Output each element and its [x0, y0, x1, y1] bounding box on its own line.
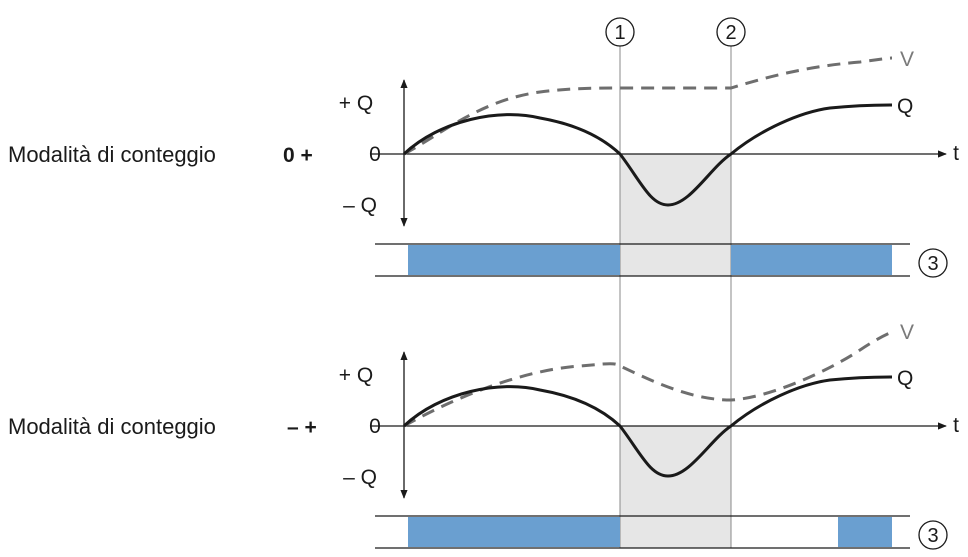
x-axis-label-top: t: [953, 142, 959, 165]
bar-marker-bottom: 3: [918, 520, 948, 550]
output-bar-bottom-2: [838, 517, 892, 547]
x-axis-label-bottom: t: [953, 414, 959, 437]
mode-label-top: Modalità di conteggio: [8, 142, 216, 167]
v-curve-bottom: [403, 330, 893, 428]
q-curve-bottom: [402, 375, 893, 478]
marker-2-number: 2: [725, 22, 736, 44]
bar-marker-top-number: 3: [927, 253, 938, 275]
bar-marker-top-circle: [918, 248, 948, 278]
marker-2: 2: [716, 17, 746, 47]
marker-1-number: 1: [614, 22, 625, 44]
marker-2-circle: [716, 17, 746, 47]
q-curve-top: [402, 103, 893, 207]
v-curve-label-top: V: [900, 48, 914, 71]
y-top-label-bottom: + Q: [339, 364, 373, 387]
q-curve-label-bottom: Q: [897, 367, 913, 390]
bar-marker-bottom-number: 3: [927, 525, 938, 547]
negative-interval-shade-bottom: [620, 426, 731, 548]
marker-1-circle: [605, 17, 635, 47]
mode-symbol-bottom: – +: [287, 416, 317, 439]
y-top-label-top: + Q: [339, 92, 373, 115]
marker-1: 1: [605, 17, 635, 47]
y-bottom-label-top: – Q: [343, 194, 377, 217]
bar-marker-top: 3: [918, 248, 948, 278]
output-bar-top-2: [731, 245, 892, 275]
bar-marker-bottom-circle: [918, 520, 948, 550]
y-zero-label-bottom: 0: [369, 415, 381, 438]
y-zero-label-top: 0: [369, 143, 381, 166]
q-curve-label-top: Q: [897, 95, 913, 118]
mode-label-bottom: Modalità di conteggio: [8, 414, 216, 439]
mode-symbol-top: 0 +: [283, 144, 313, 167]
negative-interval-shade-top: [620, 154, 731, 276]
panel-bottom: Modalità di conteggio – + + Q 0 – Q t V …: [8, 321, 959, 550]
y-bottom-label-bottom: – Q: [343, 466, 377, 489]
output-bar-bottom-1: [408, 517, 620, 547]
v-curve-top: [403, 56, 893, 156]
panel-top: Modalità di conteggio 0 + + Q 0 – Q t V …: [8, 48, 959, 278]
output-bar-top-1: [408, 245, 620, 275]
v-curve-label-bottom: V: [900, 321, 914, 344]
